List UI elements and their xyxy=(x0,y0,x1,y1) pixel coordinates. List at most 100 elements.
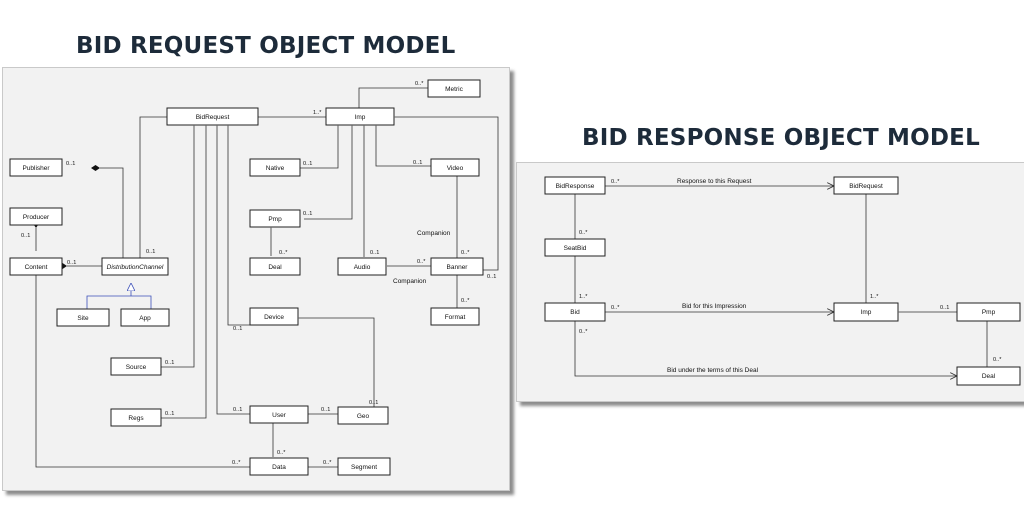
svg-text:Segment: Segment xyxy=(351,464,377,471)
svg-text:0..*: 0..* xyxy=(417,259,426,265)
svg-text:0..*: 0..* xyxy=(232,460,241,466)
svg-text:0..1: 0..1 xyxy=(233,407,242,413)
svg-text:0..*: 0..* xyxy=(611,305,620,311)
video-box: Video xyxy=(430,158,480,177)
svg-text:Deal: Deal xyxy=(982,373,996,380)
svg-text:Banner: Banner xyxy=(447,264,469,271)
svg-text:Pmp: Pmp xyxy=(268,216,282,223)
format-box: Format xyxy=(430,307,480,326)
svg-text:Response to this Request: Response to this Request xyxy=(677,178,752,185)
svg-text:0..1: 0..1 xyxy=(487,274,496,280)
svg-text:Producer: Producer xyxy=(23,214,50,221)
svg-text:Geo: Geo xyxy=(357,413,370,420)
svg-text:User: User xyxy=(272,412,287,419)
svg-text:0..*: 0..* xyxy=(279,250,288,256)
user-box: User xyxy=(249,405,309,424)
app-box: App xyxy=(120,308,170,327)
svg-text:Companion: Companion xyxy=(417,230,451,237)
svg-text:Format: Format xyxy=(445,314,466,321)
svg-text:Bid under the terms of this De: Bid under the terms of this Deal xyxy=(667,367,759,374)
svg-text:1..*: 1..* xyxy=(313,110,322,116)
banner-box: Banner xyxy=(430,257,484,276)
content-box: Content xyxy=(9,257,63,276)
svg-text:Pmp: Pmp xyxy=(982,309,996,316)
segment-box: Segment xyxy=(337,457,391,476)
svg-text:SeatBid: SeatBid xyxy=(564,245,587,252)
data-box: Data xyxy=(249,457,309,476)
svg-text:0..1: 0..1 xyxy=(303,161,312,167)
response-pmp-box: Pmp xyxy=(956,302,1021,322)
svg-text:0..1: 0..1 xyxy=(233,326,242,332)
bid-request-uml: BidRequest Imp Metric Publisher Producer… xyxy=(9,79,499,476)
svg-text:Audio: Audio xyxy=(354,264,371,271)
svg-text:BidResponse: BidResponse xyxy=(556,183,595,190)
svg-text:Regs: Regs xyxy=(128,415,144,422)
producer-box: Producer xyxy=(9,207,63,226)
svg-text:0..*: 0..* xyxy=(277,450,286,456)
svg-text:Site: Site xyxy=(77,315,89,322)
svg-text:BidRequest: BidRequest xyxy=(196,114,230,121)
distributionchannel-box: DistributionChannel xyxy=(101,257,169,276)
svg-text:Source: Source xyxy=(126,364,147,371)
geo-box: Geo xyxy=(337,406,389,425)
svg-text:Device: Device xyxy=(264,314,284,321)
svg-text:Video: Video xyxy=(447,165,464,172)
svg-text:Native: Native xyxy=(266,165,285,172)
multiplicities: 0..* 0..* 1..* 0..* 0..* 1..* 0..1 0..* xyxy=(579,179,1002,363)
bid-request-diagram: BidRequest Imp Metric Publisher Producer… xyxy=(2,67,510,491)
svg-text:Metric: Metric xyxy=(445,86,463,93)
native-box: Native xyxy=(249,158,301,177)
svg-text:0..*: 0..* xyxy=(579,230,588,236)
audio-box: Audio xyxy=(337,257,387,276)
svg-text:App: App xyxy=(139,315,151,322)
svg-text:Bid for this Impression: Bid for this Impression xyxy=(682,303,747,310)
svg-text:Content: Content xyxy=(25,264,48,271)
connectors xyxy=(33,87,499,470)
svg-text:Deal: Deal xyxy=(268,264,282,271)
svg-text:0..*: 0..* xyxy=(579,329,588,335)
source-box: Source xyxy=(110,357,162,376)
svg-text:0..1: 0..1 xyxy=(146,249,155,255)
svg-text:0..1: 0..1 xyxy=(67,260,76,266)
svg-text:0..1: 0..1 xyxy=(413,160,422,166)
svg-text:Imp: Imp xyxy=(355,114,366,121)
regs-box: Regs xyxy=(110,408,162,427)
svg-text:1..*: 1..* xyxy=(579,294,588,300)
seatbid-box: SeatBid xyxy=(544,238,606,257)
metric-box: Metric xyxy=(427,79,481,98)
deal-box: Deal xyxy=(249,257,301,276)
svg-text:1..*: 1..* xyxy=(870,294,879,300)
response-deal-box: Deal xyxy=(956,366,1021,386)
bid-response-heading: BID RESPONSE OBJECT MODEL xyxy=(582,125,980,151)
svg-text:0..*: 0..* xyxy=(993,357,1002,363)
multiplicities: 0..* 1..* 0..1 0..1 0..1 0..1 0..1 0..1 … xyxy=(21,81,496,466)
svg-text:0..1: 0..1 xyxy=(369,400,378,406)
svg-text:Companion: Companion xyxy=(393,278,427,285)
svg-text:0..1: 0..1 xyxy=(66,161,75,167)
connectors xyxy=(571,186,991,376)
bidresponse-box: BidResponse xyxy=(544,176,606,195)
svg-text:Bid: Bid xyxy=(570,309,580,316)
svg-text:0..*: 0..* xyxy=(611,179,620,185)
svg-text:0..1: 0..1 xyxy=(303,211,312,217)
svg-text:Data: Data xyxy=(272,464,286,471)
publisher-box: Publisher xyxy=(9,158,63,177)
svg-text:0..1: 0..1 xyxy=(940,305,949,311)
site-box: Site xyxy=(56,308,110,327)
svg-text:0..1: 0..1 xyxy=(165,411,174,417)
svg-text:BidRequest: BidRequest xyxy=(849,183,883,190)
bidrequest-box: BidRequest xyxy=(166,107,259,126)
svg-text:Publisher: Publisher xyxy=(22,165,50,172)
response-bidrequest-box: BidRequest xyxy=(833,176,899,195)
bid-request-heading: BID REQUEST OBJECT MODEL xyxy=(76,33,456,59)
svg-text:0..*: 0..* xyxy=(461,298,470,304)
bid-response-diagram: BidResponse BidRequest SeatBid Bid Imp P… xyxy=(516,162,1024,402)
pmp-box: Pmp xyxy=(249,209,301,228)
svg-text:0..*: 0..* xyxy=(323,460,332,466)
role-labels: Companion Companion xyxy=(393,230,451,285)
svg-text:0..*: 0..* xyxy=(461,250,470,256)
svg-text:DistributionChannel: DistributionChannel xyxy=(107,264,164,271)
association-labels: Response to this Request Bid for this Im… xyxy=(667,178,759,374)
imp-box: Imp xyxy=(325,107,395,126)
svg-text:0..1: 0..1 xyxy=(165,360,174,366)
